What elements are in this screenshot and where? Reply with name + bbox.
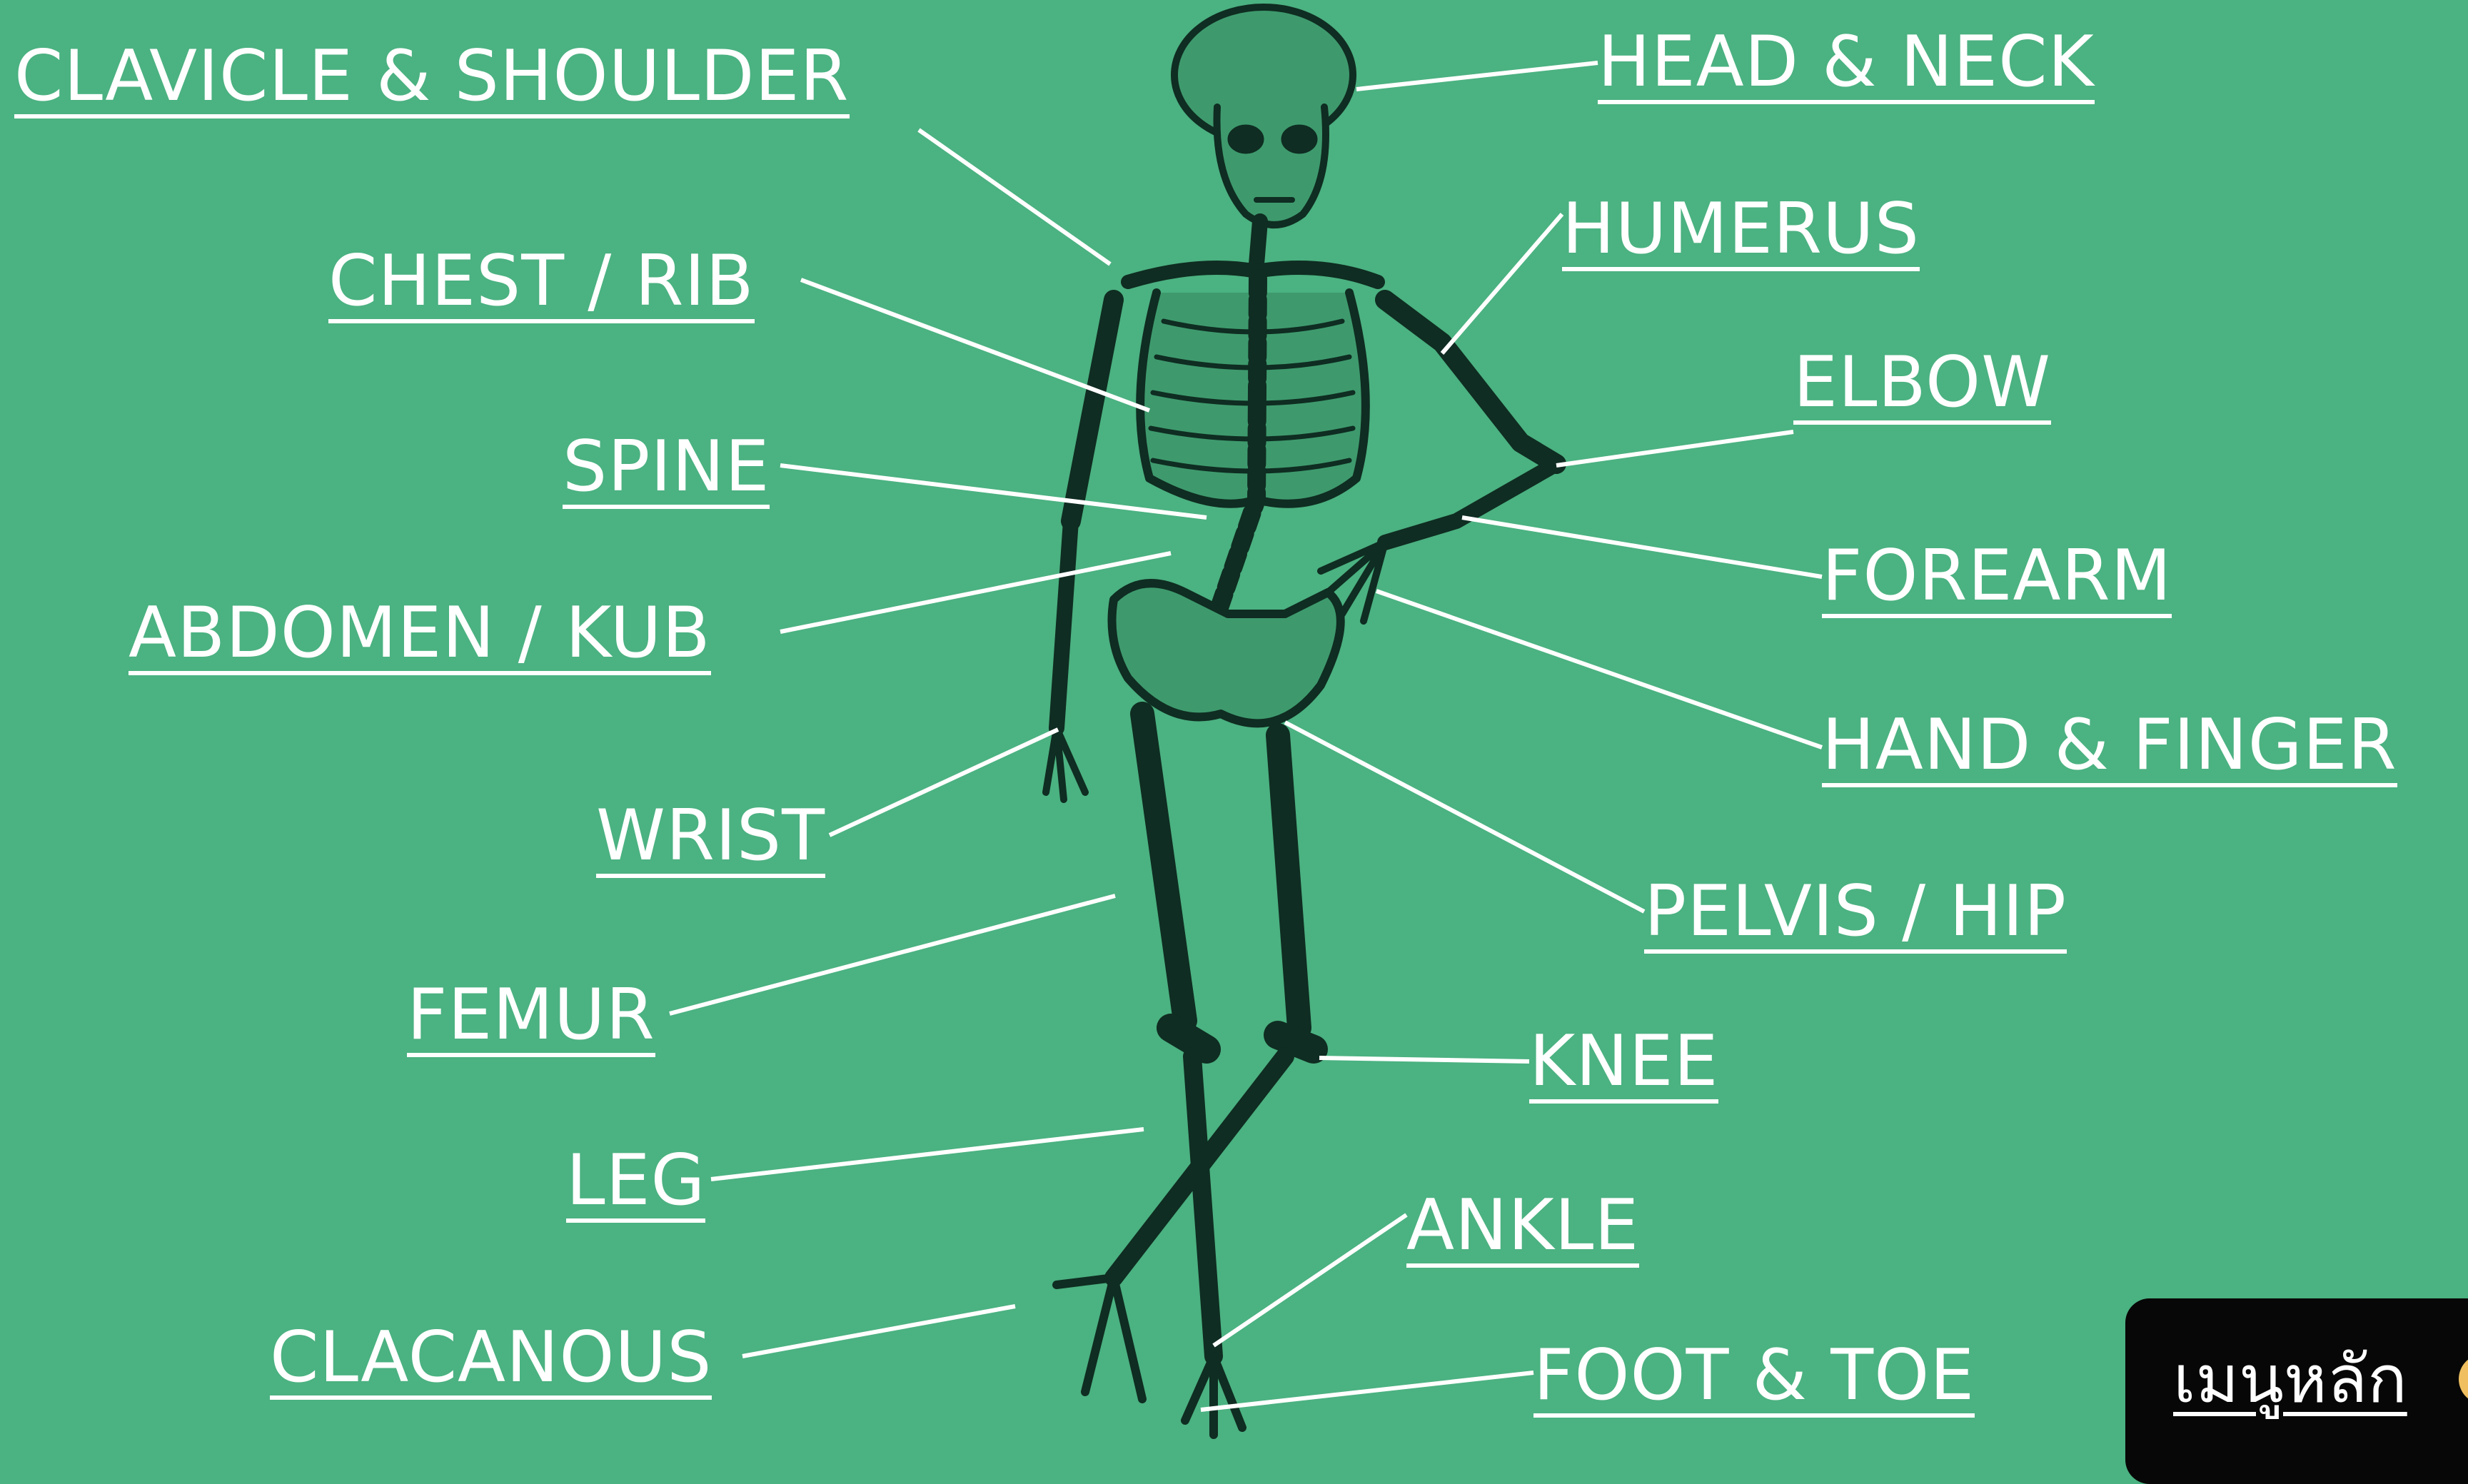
label-abdomen-kub[interactable]: ABDOMEN / KUB	[129, 598, 711, 675]
label-head-neck[interactable]: HEAD & NECK	[1598, 27, 2095, 104]
label-knee[interactable]: KNEE	[1529, 1026, 1718, 1104]
cervical-spine	[1256, 221, 1260, 264]
right-foot	[1057, 1278, 1142, 1399]
left-tibia	[1192, 1056, 1214, 1356]
label-hand-finger[interactable]: HAND & FINGER	[1822, 710, 2397, 787]
face	[1217, 107, 1326, 225]
label-ankle[interactable]: ANKLE	[1406, 1191, 1639, 1268]
left-humerus	[1071, 300, 1114, 521]
label-pelvis-hip[interactable]: PELVIS / HIP	[1644, 877, 2067, 954]
label-calcaneus[interactable]: CLACANOUS	[270, 1323, 712, 1400]
left-femur	[1142, 714, 1185, 1021]
label-leg[interactable]: LEG	[566, 1146, 705, 1223]
label-femur[interactable]: FEMUR	[407, 980, 655, 1057]
main-menu-label: เมนูหลัก	[2173, 1347, 2407, 1413]
right-humerus	[1385, 300, 1556, 464]
left-forearm	[1057, 521, 1071, 728]
label-chest-rib[interactable]: CHEST / RIB	[328, 246, 755, 323]
label-elbow[interactable]: ELBOW	[1793, 348, 2051, 425]
menu-icon	[2459, 1354, 2468, 1404]
left-hand	[1046, 728, 1085, 799]
main-menu-button[interactable]: เมนูหลัก	[2125, 1298, 2468, 1484]
left-foot	[1185, 1356, 1242, 1435]
right-knee	[1278, 1035, 1314, 1049]
label-clavicle-shoulder[interactable]: CLAVICLE & SHOULDER	[14, 41, 850, 118]
label-humerus[interactable]: HUMERUS	[1562, 194, 1920, 271]
label-foot-toe[interactable]: FOOT & TOE	[1533, 1341, 1975, 1418]
label-wrist[interactable]: WRIST	[596, 801, 825, 878]
right-femur	[1278, 735, 1299, 1028]
label-spine[interactable]: SPINE	[563, 432, 770, 509]
left-knee	[1171, 1028, 1207, 1049]
label-forearm[interactable]: FOREARM	[1822, 541, 2172, 618]
